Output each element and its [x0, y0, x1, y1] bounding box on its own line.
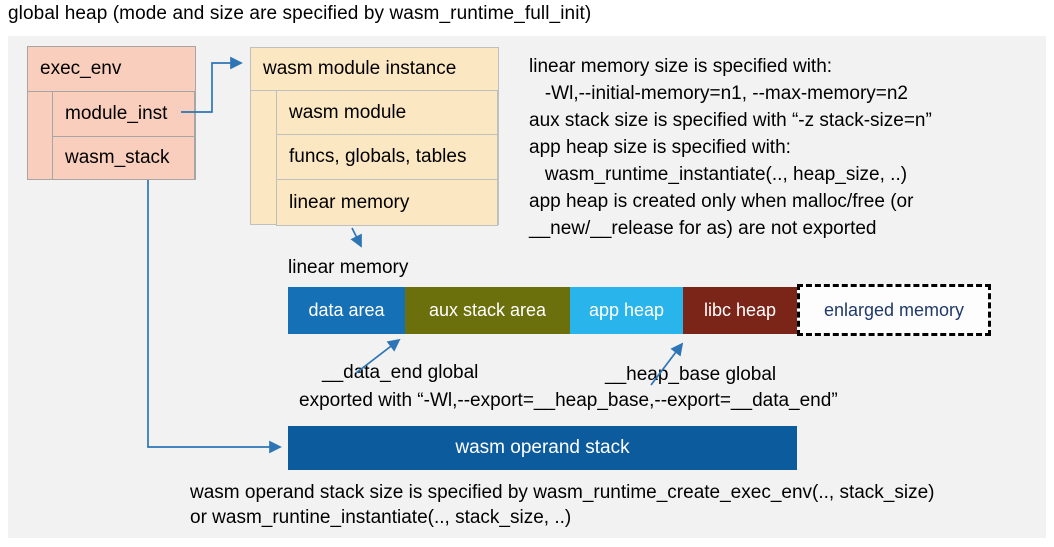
note-line: __new/__release for as) are not exported — [529, 218, 877, 239]
operand-stack-note: wasm operand stack size is specified by … — [190, 480, 935, 530]
note-line: wasm_runtime_instantiate(.., heap_size, … — [529, 164, 908, 185]
module-instance-row-wasm-module: wasm module — [276, 90, 498, 135]
exec-env-row-module-inst: module_inst — [52, 91, 195, 137]
exec-env-box: exec_env module_inst wasm_stack — [27, 46, 196, 180]
module-instance-row-linear-memory: linear memory — [276, 179, 498, 226]
module-instance-box: wasm module instance wasm module funcs, … — [250, 47, 499, 226]
note-line: app heap size is specified with: — [529, 137, 791, 158]
note-line: aux stack size is specified with “-z sta… — [529, 110, 932, 131]
memory-size-notes: linear memory size is specified with: -W… — [529, 53, 932, 242]
module-instance-header: wasm module instance — [263, 58, 457, 79]
note-line: app heap is created only when malloc/fre… — [529, 191, 914, 212]
heap-base-global-label: __heap_base global — [605, 364, 777, 385]
memory-segment-libc-heap: libc heap — [683, 287, 797, 334]
exec-env-header: exec_env — [40, 58, 122, 79]
module-instance-row-funcs-globals-tables: funcs, globals, tables — [276, 134, 498, 180]
diagram-title: global heap (mode and size are specified… — [8, 3, 592, 24]
linear-memory-label: linear memory — [288, 257, 409, 278]
memory-segment-aux-stack-area: aux stack area — [405, 287, 570, 334]
data-end-global-label: __data_end global — [322, 362, 479, 383]
memory-segment-data-area: data area — [288, 287, 405, 334]
note-line: linear memory size is specified with: — [529, 56, 833, 77]
memory-segment-enlarged-memory: enlarged memory — [797, 284, 991, 336]
note-line: wasm operand stack size is specified by … — [190, 482, 935, 503]
memory-segment-app-heap: app heap — [570, 287, 683, 334]
exec-env-row-wasm-stack: wasm_stack — [52, 136, 195, 180]
export-flags-label: exported with “-Wl,--export=__heap_base,… — [299, 390, 838, 411]
note-line: -Wl,--initial-memory=n1, --max-memory=n2 — [529, 83, 908, 104]
wasm-operand-stack-bar: wasm operand stack — [288, 426, 797, 470]
note-line: or wasm_runtine_instantiate(.., stack_si… — [190, 507, 572, 528]
